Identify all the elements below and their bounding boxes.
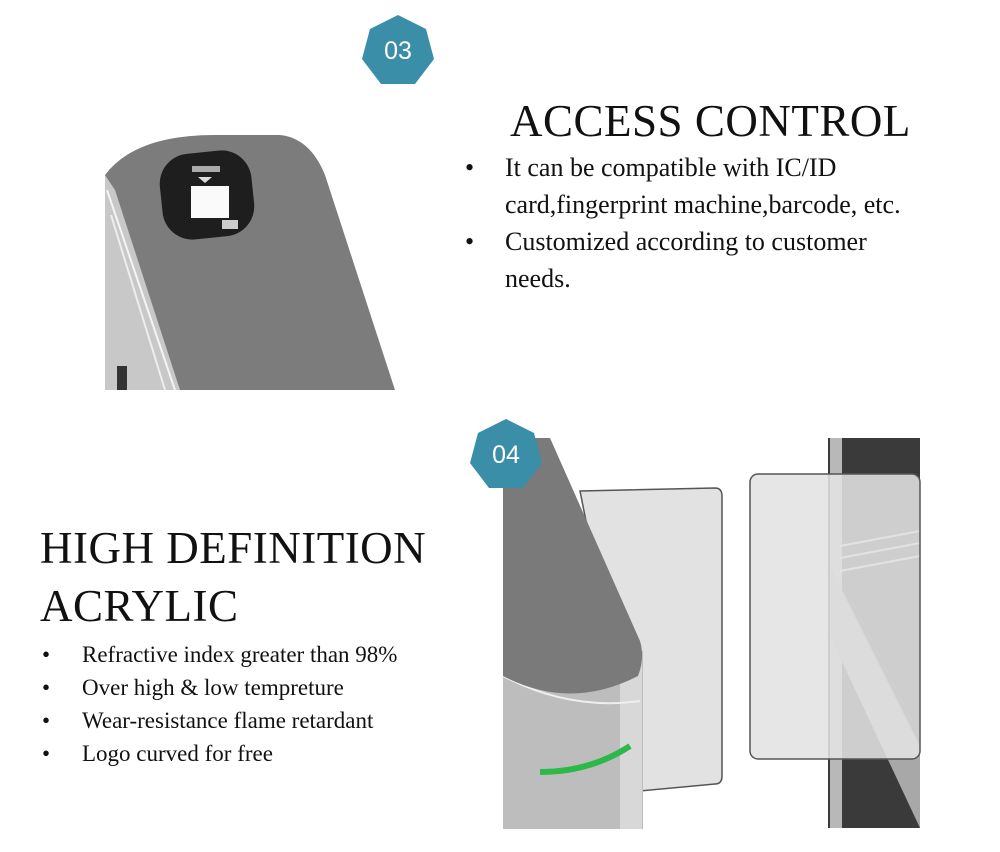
bullet-text: Customized according to customer needs. [505, 227, 867, 293]
acrylic-title-line1: HIGH DEFINITION [40, 523, 427, 573]
bullet-dot: • [42, 675, 51, 700]
bullet-text: Refractive index greater than 98% [82, 642, 398, 667]
bullet-item: • Refractive index greater than 98% [42, 638, 482, 671]
status-indicator-light [539, 743, 632, 775]
bullet-item: • Wear-resistance flame retardant [42, 704, 482, 737]
bullet-dot: • [465, 227, 475, 256]
bullet-dot: • [42, 741, 51, 766]
step-badge-03: 03 [360, 13, 436, 89]
bullet-dot: • [42, 642, 51, 667]
bullet-text: Logo curved for free [82, 741, 273, 766]
bullet-text: It can be compatible with IC/ID card,fin… [505, 153, 901, 219]
card-reader-turnstile-image [105, 135, 395, 391]
bullet-item: • It can be compatible with IC/ID card,fi… [465, 149, 985, 223]
bullet-item: • Logo curved for free [42, 737, 482, 770]
acrylic-bullets: • Refractive index greater than 98% • Over… [42, 638, 482, 770]
acrylic-swing-gate-image [502, 438, 921, 829]
bullet-item: • Over high & low tempreture [42, 671, 482, 704]
bullet-text: Over high & low tempreture [82, 675, 344, 700]
bullet-dot: • [465, 153, 475, 182]
bullet-text: Wear-resistance flame retardant [82, 708, 374, 733]
access-control-bullets: • It can be compatible with IC/ID card,fi… [465, 149, 985, 297]
badge-number: 04 [492, 441, 520, 469]
access-control-title: ACCESS CONTROL [510, 96, 911, 146]
card-reader-panel [159, 150, 255, 240]
bullet-dot: • [42, 708, 51, 733]
bullet-item: • Customized according to customer needs. [465, 223, 935, 297]
acrylic-title-line2: ACRYLIC [40, 581, 239, 631]
step-badge-04: 04 [468, 417, 544, 493]
badge-number: 03 [384, 37, 412, 65]
